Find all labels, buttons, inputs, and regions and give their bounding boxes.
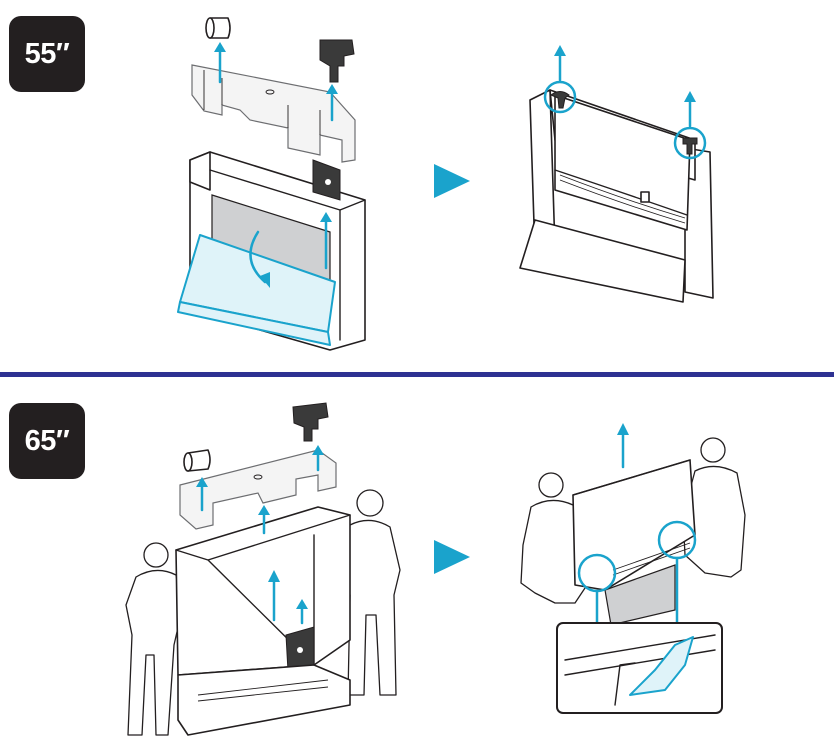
accessory-remote — [312, 159, 341, 201]
person-right — [682, 437, 746, 578]
accessory-cylinder — [183, 449, 211, 472]
handle-detail-inset — [556, 622, 723, 714]
accessory-remote — [285, 626, 315, 672]
up-arrow-icon — [296, 599, 308, 625]
foam-tray — [179, 449, 337, 530]
size-label: 55″ — [24, 37, 70, 70]
up-arrow-icon — [268, 570, 280, 622]
person-left — [125, 542, 183, 736]
size-label: 65″ — [24, 424, 70, 457]
up-arrow-icon — [684, 91, 696, 128]
accessory-stand — [319, 39, 355, 83]
box-front-flap — [519, 219, 686, 303]
up-arrow-icon — [214, 42, 226, 84]
person-left — [520, 472, 588, 604]
up-arrow-icon — [258, 505, 270, 535]
up-arrow-icon — [554, 45, 566, 82]
person-right — [339, 489, 401, 696]
step-65-lift-box — [125, 402, 401, 736]
up-arrow-icon — [326, 84, 338, 122]
up-arrow-icon — [196, 477, 208, 512]
size-badge-65: 65″ — [9, 403, 85, 479]
accessory-cylinder — [205, 17, 231, 39]
up-arrow-icon — [312, 445, 324, 472]
up-arrow-icon — [320, 212, 332, 270]
front-flap — [177, 234, 336, 346]
step-55-lift-tv — [519, 45, 714, 303]
step-55-unpack-accessories — [177, 17, 366, 351]
curved-arrow-icon — [249, 230, 270, 288]
tv-panel — [554, 94, 691, 231]
highlight-circle-icon — [543, 80, 577, 114]
highlight-circle-icon — [673, 126, 707, 160]
size-badge-55: 55″ — [9, 16, 85, 92]
section-divider — [0, 372, 834, 377]
play-triangle-icon — [434, 164, 470, 198]
foam-tray — [191, 64, 356, 163]
up-arrow-icon — [617, 423, 629, 469]
step-65-lift-tv — [520, 423, 746, 714]
play-triangle-icon — [434, 540, 470, 574]
base-tray — [177, 664, 351, 736]
accessory-stand — [292, 402, 329, 442]
